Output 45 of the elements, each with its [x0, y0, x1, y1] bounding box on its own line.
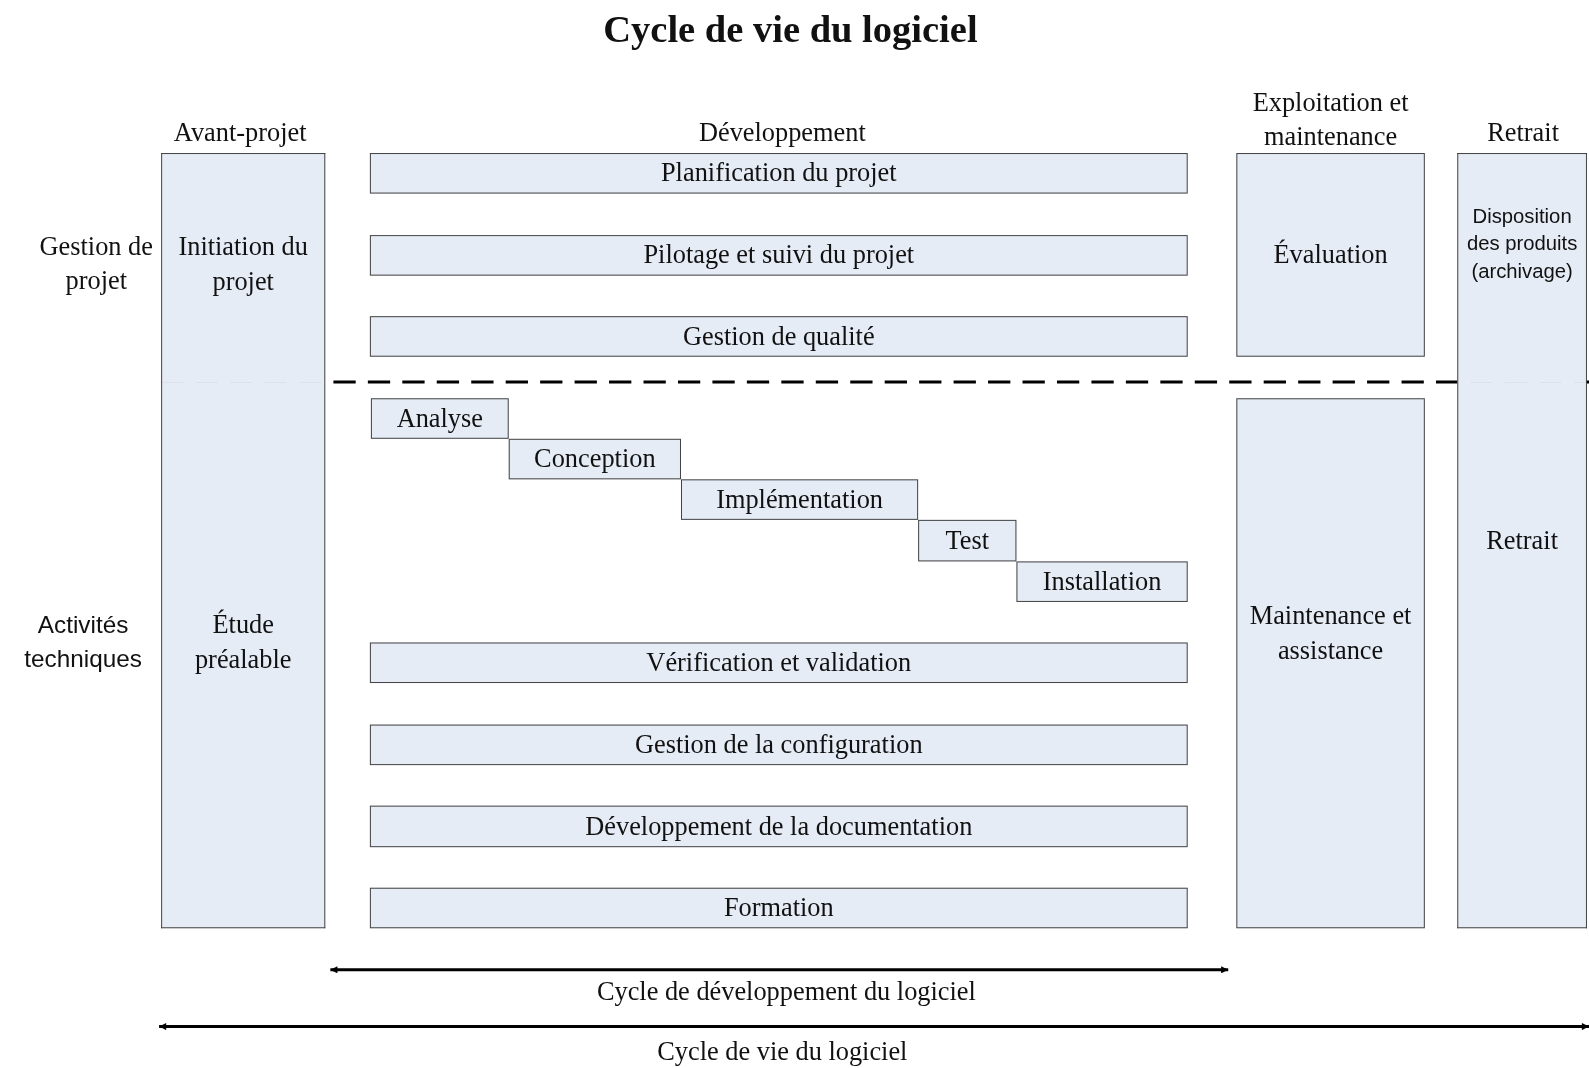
box-text: Vérification et validation: [646, 646, 912, 679]
column-heading: Avant-projet: [172, 116, 308, 149]
row-heading: Gestion de projet: [38, 231, 154, 297]
box-text: Retrait: [1485, 524, 1559, 558]
box-text: Implémentation: [716, 483, 883, 516]
span-label: Cycle de vie du logiciel: [656, 1035, 909, 1068]
box-text: Conception: [533, 442, 657, 476]
phase-box: [161, 382, 326, 929]
box-text: Formation: [723, 891, 834, 925]
activity-bar: [369, 316, 1188, 357]
phase-box: [1236, 398, 1425, 929]
step-box: [918, 519, 1017, 562]
step-box: [1016, 561, 1188, 602]
box-text: Gestion de qualité: [682, 320, 875, 353]
activity-bar: [369, 887, 1188, 929]
span-label: Cycle de développement du logiciel: [595, 975, 977, 1009]
phase-box: [1236, 153, 1425, 357]
box-text: Analyse: [395, 402, 484, 435]
phase-box: [161, 153, 326, 383]
column-heading: Exploitation et maintenance: [1251, 87, 1410, 153]
column-heading: Retrait: [1486, 116, 1560, 149]
step-box: [508, 438, 681, 480]
phase-box: [1457, 153, 1587, 383]
activity-bar: [369, 805, 1188, 848]
activity-bar: [369, 642, 1188, 683]
box-text: Pilotage et suivi du projet: [643, 239, 915, 272]
column-heading: Développement: [697, 116, 867, 149]
box-text: Planification du projet: [660, 157, 897, 190]
step-box: [681, 479, 919, 520]
diagram-title: Cycle de vie du logiciel: [602, 6, 979, 51]
activity-bar: [369, 153, 1188, 194]
box-text: Installation: [1041, 565, 1163, 598]
step-box: [370, 398, 509, 439]
phase-box: [1457, 382, 1587, 929]
box-text: Test: [944, 524, 991, 557]
box-text: Évaluation: [1272, 238, 1389, 272]
activity-bar: [369, 235, 1188, 276]
box-text: Disposition des produits (archivage): [1465, 203, 1579, 284]
box-text: Gestion de la configuration: [635, 728, 923, 762]
activity-bar: [369, 724, 1188, 766]
box-text: Développement de la documentation: [585, 810, 973, 843]
row-heading: Activités techniques: [23, 610, 143, 674]
box-text: Étude préalable: [193, 608, 293, 676]
box-text: Initiation du projet: [177, 230, 309, 298]
box-text: Maintenance et assistance: [1248, 599, 1413, 667]
